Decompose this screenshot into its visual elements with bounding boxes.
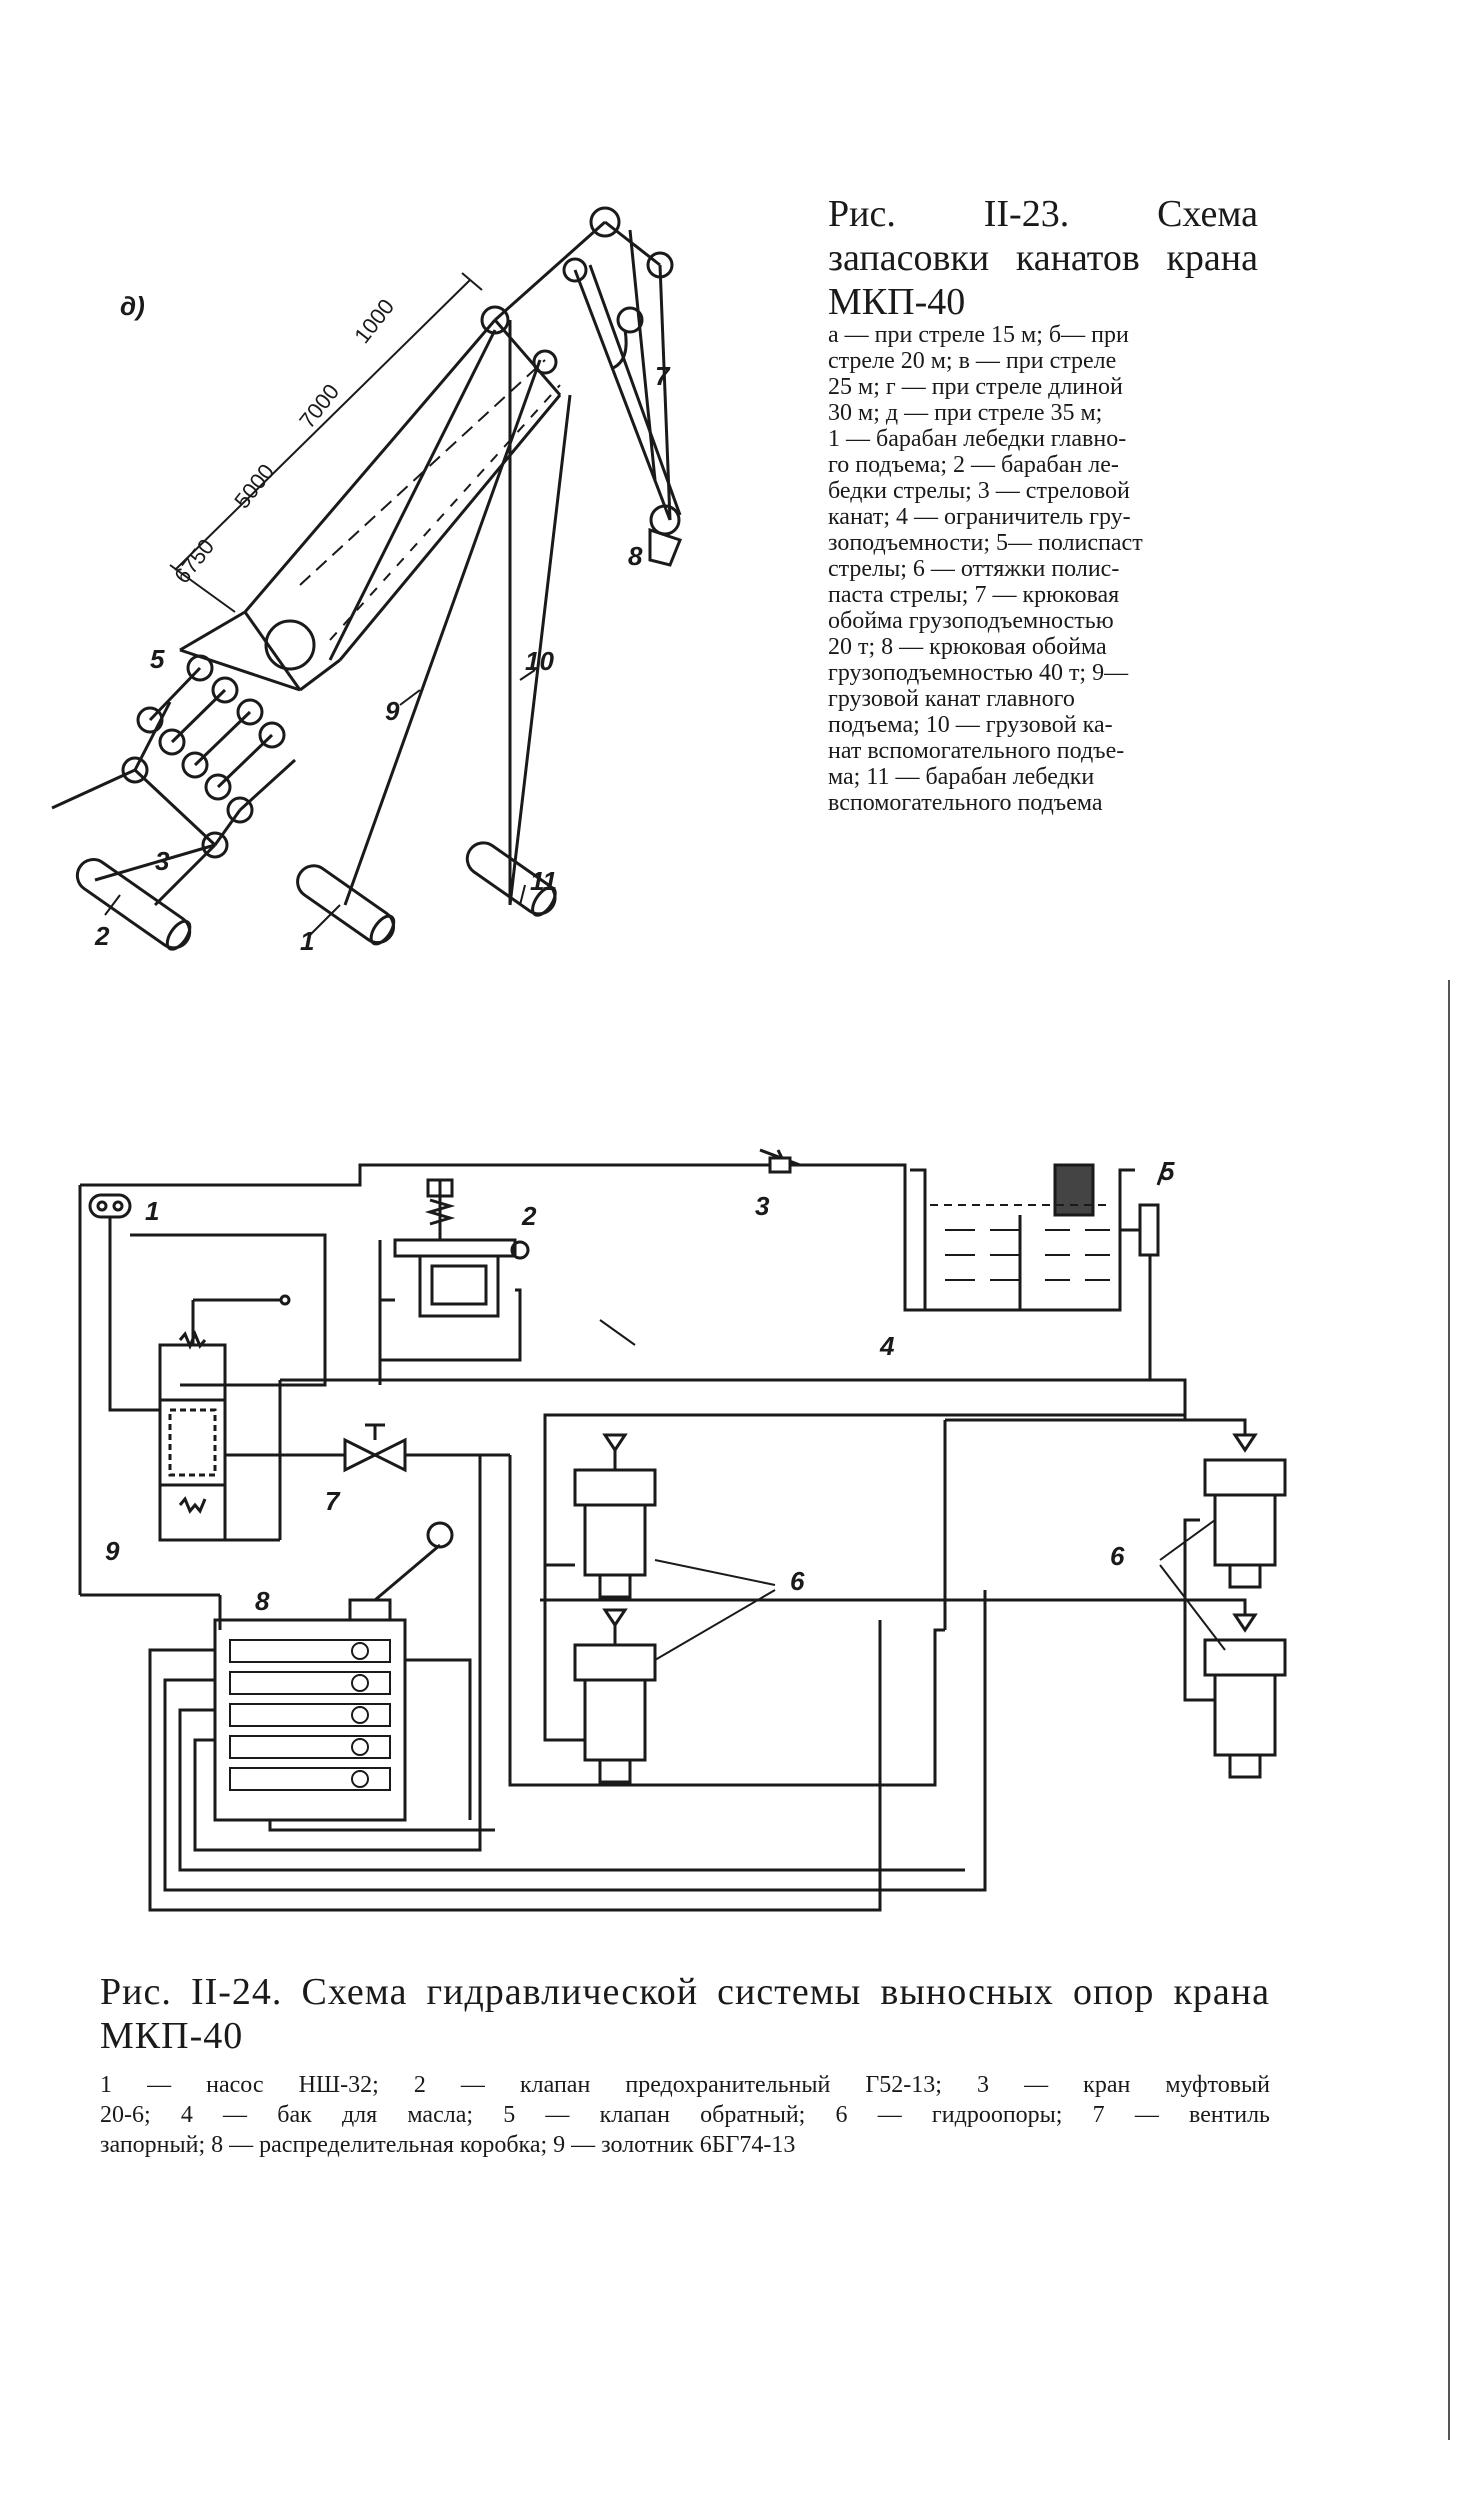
label-3: 3 [155, 846, 170, 876]
fig1-legend-line: грузовой канат главного [828, 686, 1075, 712]
label-11: 11 [530, 866, 557, 896]
fig1-legend-line: а — при стреле 15 м; б— при [828, 322, 1129, 348]
label-8: 8 [628, 541, 643, 571]
h-label-6-right: 6 [1110, 1541, 1125, 1571]
fig1-legend-line: 20 т; 8 — крюковая обойма [828, 634, 1107, 660]
h-label-6-left: 6 [790, 1566, 805, 1596]
fig2-legend-line-1: 1 — насос НШ-32; 2 — клапан предохраните… [100, 2072, 1270, 2098]
fig1-legend-line: 30 м; д — при стреле 35 м; [828, 400, 1103, 426]
h-label-4: 4 [879, 1331, 895, 1361]
variant-label: д) [120, 291, 145, 321]
label-10: 10 [525, 646, 554, 676]
fig1-legend-line: вспомогательного подъема [828, 790, 1103, 816]
label-2: 2 [94, 921, 110, 951]
page-edge-line [1448, 980, 1450, 2440]
h-label-5: 5 [1160, 1156, 1175, 1186]
label-9: 9 [385, 696, 400, 726]
h-label-8: 8 [255, 1586, 270, 1616]
h-label-2: 2 [521, 1201, 537, 1231]
fig1-legend-line: подъема; 10 — грузовой ка- [828, 712, 1113, 738]
fig1-legend-line: зоподъемности; 5— полиспаст [828, 530, 1143, 556]
fig1-legend-line: го подъема; 2 — барабан ле- [828, 452, 1119, 478]
fig1-legend-line: нат вспомогательного подъе- [828, 738, 1125, 764]
fig1-legend-line: 25 м; г — при стреле длиной [828, 374, 1123, 400]
fig2-title-line-1: Рис. II-24. Схема гидравлической системы… [100, 1971, 1270, 2013]
fig1-caption-title: Рис. II-23. Схема запасовки канатов кран… [828, 193, 1258, 323]
fig1-legend-line: стрелы; 6 — оттяжки полис- [828, 556, 1120, 582]
fig1-legend-line: ма; 11 — барабан лебедки [828, 764, 1095, 790]
label-1: 1 [300, 926, 314, 956]
label-5: 5 [150, 644, 165, 674]
fig1-legend-line: канат; 4 — ограничитель гру- [828, 504, 1131, 530]
fig1-legend-line: паста стрелы; 7 — крюковая [828, 582, 1120, 608]
fig1-legend-line: стреле 20 м; в — при стреле [828, 348, 1117, 374]
h-label-9: 9 [105, 1536, 120, 1566]
fig1-legend-line: бедки стрелы; 3 — стреловой [828, 478, 1130, 504]
fig1-legend-line: грузоподъемностью 40 т; 9— [828, 660, 1129, 686]
label-7: 7 [655, 361, 671, 391]
h-label-7: 7 [325, 1486, 341, 1516]
fig1-legend-line: 1 — барабан лебедки главно- [828, 426, 1127, 452]
fig1-legend: а — при стреле 15 м; б— при стреле 20 м;… [828, 322, 1258, 816]
fig2-title-line-2: МКП-40 [100, 2015, 244, 2057]
fig2-legend-line-2: 20-6; 4 — бак для масла; 5 — клапан обра… [100, 2102, 1270, 2128]
fig2-caption-title: Рис. II-24. Схема гидравлической системы… [100, 1970, 1270, 2058]
fig2-legend: 1 — насос НШ-32; 2 — клапан предохраните… [100, 2070, 1270, 2160]
h-label-3: 3 [755, 1191, 770, 1221]
h-label-1: 1 [145, 1196, 159, 1226]
fig2-legend-line-3: запорный; 8 — распределительная коробка;… [100, 2132, 796, 2158]
fig1-legend-line: обойма грузоподъемностью [828, 608, 1114, 634]
